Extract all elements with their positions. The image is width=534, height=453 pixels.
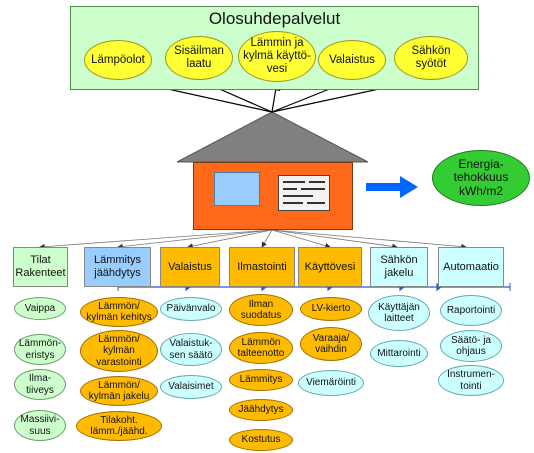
service-lammin-kylma-vesi: Lämmin ja kylmä käyttö- vesi bbox=[238, 31, 316, 82]
category-automaatio: Automaatio bbox=[438, 247, 504, 287]
item-viemarointi: Viemäröinti bbox=[298, 370, 364, 396]
services-title: Olosuhdepalvelut bbox=[208, 9, 341, 28]
item-kostutus: Kostutus bbox=[229, 429, 293, 451]
item-lammitys: Lämmitys bbox=[229, 369, 293, 391]
item-lammon-talteenotto: Lämmön talteenotto bbox=[229, 332, 293, 364]
item-saato-ja-ohjaus: Säätö- ja ohjaus bbox=[440, 330, 502, 362]
house-window bbox=[214, 172, 260, 206]
energy-arrow bbox=[366, 176, 418, 198]
item-ilman-suodatus: Ilman suodatus bbox=[229, 294, 293, 326]
item-kayttajan-laitteet: Käyttäjän laitteet bbox=[368, 295, 430, 331]
item-massiivisuus: Massiivi- suus bbox=[14, 410, 66, 441]
item-jaahdytys: Jäähdytys bbox=[229, 399, 293, 421]
item-vaippa: Vaippa bbox=[14, 297, 66, 320]
service-valaistus: Valaistus bbox=[318, 40, 386, 80]
category-connectors bbox=[39, 229, 467, 250]
item-raportointi: Raportointi bbox=[440, 295, 502, 326]
item-lammon-kylman-jakelu: Lämmön/ kylmän jakelu bbox=[80, 376, 158, 406]
category-kayttovesi: Käyttövesi bbox=[298, 247, 362, 287]
category-lammitys-jaahdytys: Lämmitys jäähdytys bbox=[84, 247, 151, 287]
item-mittarointi: Mittarointi bbox=[370, 340, 428, 367]
control-panel-screen bbox=[278, 175, 330, 211]
item-paivanvalo: Päivänvalo bbox=[160, 297, 222, 321]
item-lammon-kylman-kehitys: Lämmön/ kylmän kehitys bbox=[80, 297, 158, 327]
item-lammoneristys: Lämmön- eristys bbox=[14, 334, 66, 365]
item-varaaja-vaihdin: Varaaja/ vaihdin bbox=[300, 327, 362, 361]
item-lammon-kylman-varastointi: Lämmön/ kylmän varastointi bbox=[80, 330, 158, 372]
item-lv-kierto: LV-kierto bbox=[300, 297, 362, 321]
category-sahkon-jakelu: Sähkön jakelu bbox=[370, 247, 428, 287]
service-lampoolot: Lämpöolot bbox=[84, 40, 152, 80]
category-ilmastointi: Ilmastointi bbox=[229, 247, 295, 287]
energy-efficiency: Energia- tehokkuus kWh/m2 bbox=[432, 150, 530, 206]
item-valaisimet: Valaisimet bbox=[160, 375, 222, 399]
item-tilakoht-lamm-jaahd: Tilakoht. lämm./jäähd. bbox=[76, 411, 162, 441]
category-tilat-rakenteet: Tilat Rakenteet bbox=[13, 247, 68, 287]
house-roof bbox=[176, 111, 369, 163]
item-ilmatiiveys: Ilma- tiiveys bbox=[14, 369, 66, 400]
service-sisailman-laatu: Sisäilman laatu bbox=[165, 36, 233, 80]
item-instrumentointi: Instrumen- tointi bbox=[438, 365, 504, 396]
service-sahkon-syotot: Sähkön syötöt bbox=[394, 36, 468, 80]
category-valaistus: Valaistus bbox=[160, 247, 220, 287]
item-valaistuksen-saato: Valaistuk- sen säätö bbox=[160, 333, 222, 366]
